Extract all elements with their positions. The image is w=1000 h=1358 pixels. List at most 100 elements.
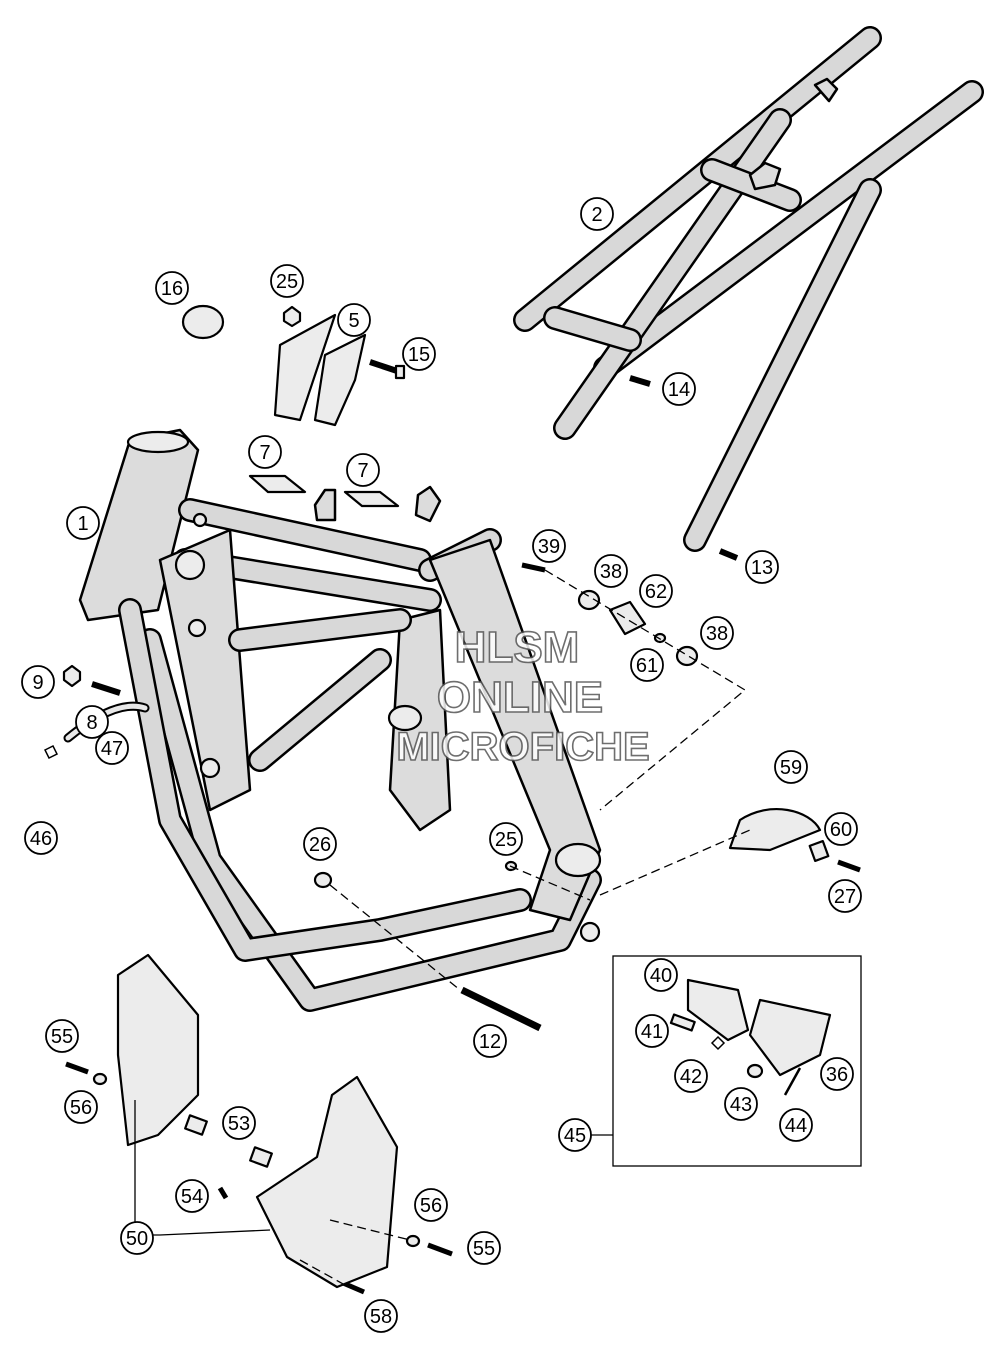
callout-circle bbox=[473, 1024, 507, 1058]
callout-circle bbox=[774, 750, 808, 784]
callout-number: 45 bbox=[564, 1125, 586, 1147]
callout-circle bbox=[828, 879, 862, 913]
main-frame bbox=[78, 428, 602, 1012]
callout-7: 7 bbox=[248, 435, 282, 469]
callout-54: 54 bbox=[175, 1179, 209, 1213]
callout-circle bbox=[824, 812, 858, 846]
callout-number: 47 bbox=[101, 738, 123, 760]
callout-50: 50 bbox=[120, 1221, 154, 1255]
watermark-line-3: MICROFICHE bbox=[396, 725, 649, 769]
callout-number: 50 bbox=[126, 1228, 148, 1250]
callout-number: 54 bbox=[181, 1186, 203, 1208]
small-parts bbox=[43, 304, 861, 1295]
callout-circle bbox=[580, 197, 614, 231]
callout-53: 53 bbox=[222, 1106, 256, 1140]
callout-number: 38 bbox=[600, 561, 622, 583]
callout-40: 40 bbox=[644, 958, 678, 992]
callout-circle bbox=[364, 1299, 398, 1333]
callout-number: 41 bbox=[641, 1021, 663, 1043]
callout-26: 26 bbox=[303, 827, 337, 861]
callout-25: 25 bbox=[270, 264, 304, 298]
callout-16: 16 bbox=[155, 271, 189, 305]
callout-59: 59 bbox=[774, 750, 808, 784]
callout-7: 7 bbox=[346, 453, 380, 487]
bracket-5a bbox=[273, 313, 337, 422]
callout-number: 43 bbox=[730, 1094, 752, 1116]
nut-25-top bbox=[282, 305, 302, 328]
callout-number: 36 bbox=[826, 1064, 848, 1086]
callout-circle bbox=[467, 1231, 501, 1265]
callout-number: 38 bbox=[706, 623, 728, 645]
callout-2: 2 bbox=[580, 197, 614, 231]
callout-62: 62 bbox=[639, 574, 673, 608]
callout-44: 44 bbox=[779, 1108, 813, 1142]
callout-14: 14 bbox=[662, 372, 696, 406]
callout-circle bbox=[639, 574, 673, 608]
callout-circle bbox=[532, 529, 566, 563]
callout-number: 16 bbox=[161, 278, 183, 300]
callout-number: 60 bbox=[830, 819, 852, 841]
frame-guard-left bbox=[116, 953, 200, 1147]
callout-13: 13 bbox=[745, 550, 779, 584]
callout-36: 36 bbox=[820, 1057, 854, 1091]
callout-circle bbox=[700, 616, 734, 650]
callout-circle bbox=[66, 506, 100, 540]
callout-number: 44 bbox=[785, 1115, 807, 1137]
callout-circle bbox=[402, 337, 436, 371]
callout-number: 7 bbox=[259, 442, 270, 464]
callout-circle bbox=[489, 822, 523, 856]
callout-56: 56 bbox=[64, 1090, 98, 1124]
callout-9: 9 bbox=[21, 665, 55, 699]
callout-circle bbox=[820, 1057, 854, 1091]
callout-number: 7 bbox=[357, 460, 368, 482]
frame-guard-right bbox=[255, 1075, 399, 1289]
callout-number: 46 bbox=[30, 828, 52, 850]
callout-42: 42 bbox=[674, 1059, 708, 1093]
callout-circle bbox=[75, 705, 109, 739]
callout-55: 55 bbox=[467, 1231, 501, 1265]
callout-circle bbox=[662, 372, 696, 406]
callout-circle bbox=[745, 550, 779, 584]
callout-number: 25 bbox=[495, 829, 517, 851]
callout-circle bbox=[222, 1106, 256, 1140]
callout-circle bbox=[95, 731, 129, 765]
footrest-40 bbox=[686, 978, 750, 1042]
callout-circle bbox=[630, 648, 664, 682]
callout-circle bbox=[24, 821, 58, 855]
callout-number: 55 bbox=[473, 1238, 495, 1260]
callout-number: 40 bbox=[650, 965, 672, 987]
callout-circle bbox=[21, 665, 55, 699]
callout-5: 5 bbox=[337, 303, 371, 337]
callout-number: 1 bbox=[77, 513, 88, 535]
pad-7a bbox=[248, 474, 307, 494]
callout-circle bbox=[120, 1221, 154, 1255]
callout-47: 47 bbox=[95, 731, 129, 765]
watermark-line-1: HLSM bbox=[455, 623, 580, 672]
callout-circle bbox=[414, 1188, 448, 1222]
callout-number: 2 bbox=[591, 204, 602, 226]
callout-number: 56 bbox=[70, 1097, 92, 1119]
callout-number: 8 bbox=[86, 712, 97, 734]
bracket-5b bbox=[313, 333, 367, 427]
callout-56: 56 bbox=[414, 1188, 448, 1222]
callout-circle bbox=[64, 1090, 98, 1124]
footrest-assembly bbox=[612, 955, 862, 1167]
callout-circle bbox=[635, 1014, 669, 1048]
callout-number: 25 bbox=[276, 271, 298, 293]
callout-number: 62 bbox=[645, 581, 667, 603]
watermark-line-2: ONLINE bbox=[437, 673, 603, 722]
callout-43: 43 bbox=[724, 1087, 758, 1121]
callout-number: 26 bbox=[309, 834, 331, 856]
callout-number: 13 bbox=[751, 557, 773, 579]
callout-number: 56 bbox=[420, 1195, 442, 1217]
callout-8: 8 bbox=[75, 705, 109, 739]
callout-circle bbox=[248, 435, 282, 469]
frame-guards bbox=[116, 953, 399, 1289]
pad-7b bbox=[343, 490, 400, 508]
callout-45: 45 bbox=[558, 1118, 592, 1152]
callout-number: 15 bbox=[408, 344, 430, 366]
callout-number: 55 bbox=[51, 1026, 73, 1048]
callout-circle bbox=[674, 1059, 708, 1093]
